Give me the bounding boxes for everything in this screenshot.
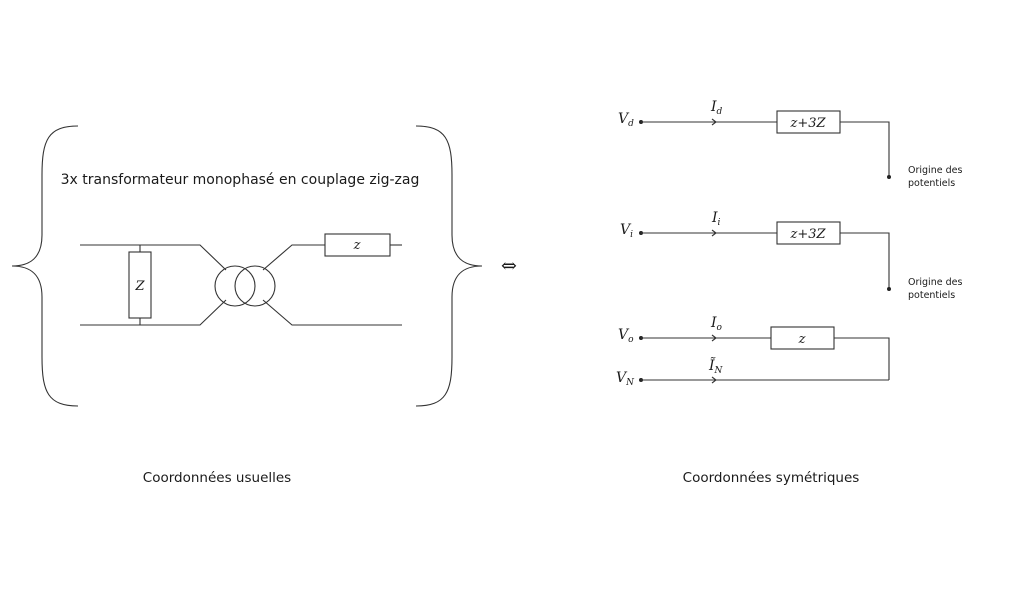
direct-impedance-label: z+3Z — [789, 116, 826, 131]
homopolar-return-wire — [834, 337, 890, 380]
inverse-impedance-label: z+3Z — [789, 227, 826, 242]
inverse-sequence-circuit: Vi Ii z+3Z Origine des potentiels — [620, 210, 962, 301]
inverse-return-wire — [840, 232, 890, 289]
Z-impedance-box — [128, 251, 152, 319]
Z-impedance-label: Z — [134, 279, 145, 294]
symmetrical-coordinates-caption: Coordonnées symétriques — [683, 470, 860, 486]
top-right-wire — [262, 244, 325, 271]
direct-origin-label-2: potentiels — [908, 178, 955, 189]
homopolar-impedance-label: z — [798, 332, 806, 347]
direct-sequence-circuit: Vd Id z+3Z Origine des potentiels — [618, 99, 962, 189]
inverse-voltage-label: Vi — [620, 222, 633, 240]
top-left-wire — [80, 244, 227, 271]
inverse-current-label: Ii — [711, 210, 721, 228]
z-impedance-box — [324, 233, 391, 257]
transformer-winding-2 — [234, 265, 276, 307]
left-brace-close — [415, 125, 483, 407]
direct-voltage-label: Vd — [618, 111, 634, 129]
transformer-winding-1 — [214, 265, 256, 307]
direct-origin-label-1: Origine des — [908, 165, 962, 176]
homopolar-current-label: Io — [710, 315, 723, 333]
neutral-current-label: ĨN — [708, 356, 724, 376]
direct-origin-dot — [887, 175, 891, 179]
right-panel: Vd Id z+3Z Origine des potentiels Vi — [616, 99, 962, 486]
left-panel: 3x transformateur monophasé en couplage … — [11, 125, 483, 486]
neutral-voltage-label: VN — [616, 370, 635, 388]
neutral-circuit: VN ĨN — [616, 356, 889, 388]
bottom-right-wire — [262, 299, 402, 326]
homopolar-current-arrow — [711, 334, 717, 342]
direct-return-wire — [840, 121, 890, 177]
inverse-origin-label-2: potentiels — [908, 290, 955, 301]
homopolar-voltage-label: Vo — [618, 327, 634, 345]
direct-current-arrow — [711, 118, 717, 126]
neutral-current-arrow — [711, 376, 717, 384]
inverse-origin-dot — [887, 287, 891, 291]
usual-coordinates-caption: Coordonnées usuelles — [143, 470, 291, 486]
bottom-left-wire — [80, 299, 227, 326]
transformer-heading: 3x transformateur monophasé en couplage … — [61, 172, 420, 188]
inverse-origin-label-1: Origine des — [908, 277, 962, 288]
equivalence-symbol: ⇔ — [501, 255, 517, 277]
direct-current-label: Id — [710, 99, 723, 117]
left-brace-open — [11, 125, 79, 407]
homopolar-sequence-circuit: Vo Io z — [618, 315, 890, 380]
inverse-current-arrow — [711, 229, 717, 237]
z-impedance-label: z — [353, 238, 361, 253]
